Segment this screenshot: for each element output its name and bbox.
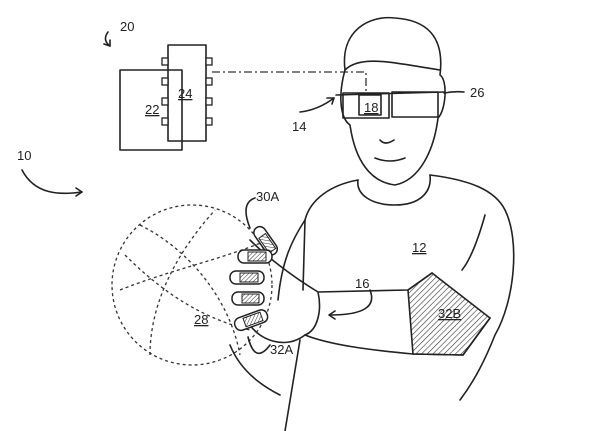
display-panel xyxy=(358,94,382,116)
communication-link xyxy=(212,71,367,92)
hand xyxy=(249,239,321,431)
label-display: 18 xyxy=(364,100,378,115)
camera-leader xyxy=(443,90,465,94)
finger-sensors xyxy=(229,197,373,355)
ball xyxy=(111,204,273,366)
label-user: 12 xyxy=(412,240,426,255)
label-computing-system: 20 xyxy=(120,19,134,34)
label-hand-sensor: 32A xyxy=(270,342,293,357)
system-arrow xyxy=(21,169,83,195)
label-camera: 26 xyxy=(470,85,484,100)
arrowhead xyxy=(103,39,111,47)
reference-arrow xyxy=(299,97,335,113)
label-wearable-link: 16 xyxy=(355,276,369,291)
leader-30a xyxy=(245,197,256,229)
label-arm-sensor: 32B xyxy=(438,306,461,321)
head xyxy=(340,16,446,186)
leader-32a xyxy=(247,336,271,355)
display-device xyxy=(299,90,465,119)
chip-pins xyxy=(161,57,213,126)
arm-sensor-band xyxy=(407,272,492,356)
face xyxy=(374,139,406,162)
memory-box xyxy=(119,69,183,151)
label-processor: 24 xyxy=(178,86,192,101)
right-lens xyxy=(391,91,439,118)
label-system: 10 xyxy=(17,148,31,163)
wrist-line xyxy=(229,344,281,396)
user-figure xyxy=(229,16,515,431)
arm-outline xyxy=(302,219,306,291)
label-display-device: 14 xyxy=(292,119,306,134)
leader-16 xyxy=(329,289,373,316)
label-finger-sensor: 30A xyxy=(256,189,279,204)
left-lens xyxy=(342,92,390,119)
neck xyxy=(357,174,431,206)
armpit-line xyxy=(461,214,486,271)
torso-outline xyxy=(277,174,515,401)
hairline xyxy=(344,60,441,71)
label-memory: 22 xyxy=(145,102,159,117)
label-ball: 28 xyxy=(194,312,208,327)
processor-chip xyxy=(167,44,207,142)
computing-system xyxy=(103,31,367,151)
